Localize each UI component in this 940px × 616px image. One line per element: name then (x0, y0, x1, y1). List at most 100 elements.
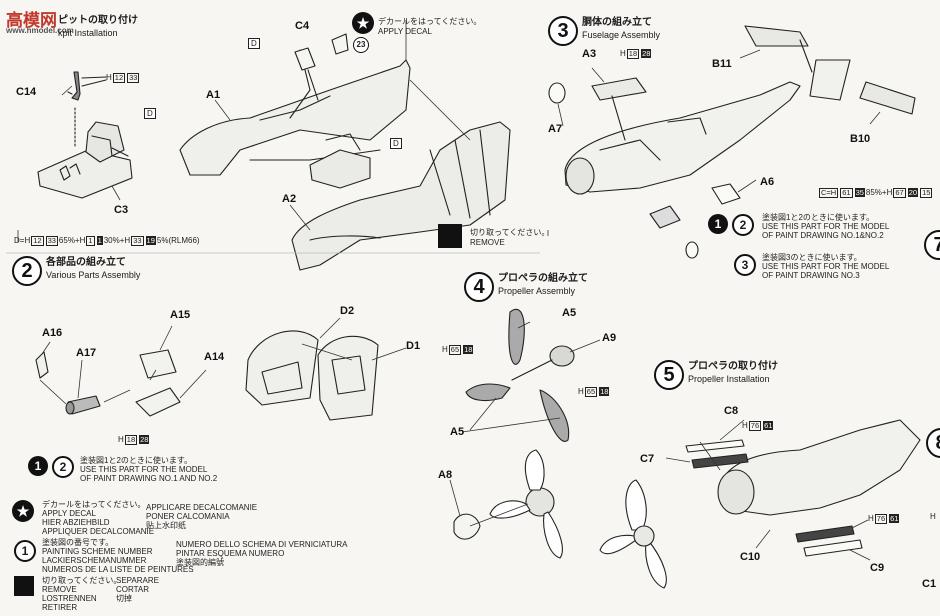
legend-scheme-icon: 1 (14, 540, 36, 562)
label-a15: A15 (170, 309, 191, 321)
d-tag-c4: D (248, 38, 260, 49)
scheme-2-icon: 2 (732, 214, 754, 236)
fuselage-half-a2 (291, 121, 511, 271)
part-a14-shape (135, 387, 181, 417)
step5-number: 5 (654, 360, 684, 390)
scheme12a-jp: 塗装図1と2のときに使います。 (762, 213, 875, 222)
small-cone-shape (685, 241, 699, 259)
scheme12a-en1: USE THIS PART FOR THE MODEL (762, 222, 890, 231)
step3-title-en: Fuselage Assembly (582, 30, 661, 40)
legend-remove-3: LOSTRENNEN (42, 594, 97, 603)
scheme12b-jp: 塗装図1と2のときに使います。 (80, 456, 193, 465)
fuselage-half-a1 (179, 49, 411, 176)
remove-jp: 切り取ってください。 (470, 228, 550, 237)
stabilizer-b11 (744, 25, 813, 73)
step2-number: 2 (12, 256, 42, 286)
label-a14: A14 (204, 351, 225, 363)
nose-assembly (599, 419, 921, 589)
label-a5-bottom: A5 (450, 426, 465, 438)
label-a8: A8 (438, 469, 453, 481)
star-decal-icon: ★ (352, 12, 374, 34)
canopy-a3 (591, 77, 647, 141)
wheel-well-d2 (245, 330, 319, 406)
scheme3-en1: USE THIS PART FOR THE MODEL (762, 262, 890, 271)
scheme12a-en2: OF PAINT DRAWING NO.1&NO.2 (762, 231, 884, 240)
legend-remove-2: REMOVE (42, 585, 77, 594)
watermark-brand: 高模网 (6, 11, 57, 30)
label-d1: D1 (406, 340, 421, 352)
step1-title-en: kpit Installation (58, 28, 118, 38)
label-a5-top: A5 (562, 307, 577, 319)
legend-decal-icon: ★ (12, 500, 34, 522)
part-c8-shape (685, 439, 745, 453)
label-a9: A9 (602, 332, 617, 344)
legend-decal-2: APPLY DECAL (42, 509, 96, 518)
legend-scheme-r1: NUMERO DELLO SCHEMA DI VERNICIATURA (176, 540, 348, 549)
scheme12b-en1: USE THIS PART FOR THE MODEL (80, 465, 208, 474)
legend-remove-icon (14, 576, 34, 596)
label-c14: C14 (16, 86, 37, 98)
part-a17-shape (65, 395, 101, 415)
label-b10: B10 (850, 133, 871, 145)
label-a1: A1 (206, 89, 221, 101)
label-d2: D2 (340, 305, 355, 317)
d-tag-fuselage: D (390, 138, 402, 149)
decal-number: 23 (353, 37, 369, 53)
legend-remove-r2: CORTAR (116, 585, 150, 594)
label-a16: A16 (42, 327, 63, 339)
step2-title-jp: 各部品の組み立て (46, 257, 126, 268)
exhaust-part (649, 205, 681, 229)
prop-hub-a9 (549, 345, 575, 367)
paint-edge-h: H (930, 512, 936, 521)
part-a15-shape (139, 349, 177, 379)
scheme-2-icon-step2: 2 (52, 456, 74, 478)
label-c1-partial: C1 (922, 578, 937, 590)
label-c9: C9 (870, 562, 885, 574)
decal-en: APPLY DECAL (378, 27, 432, 36)
step3-title-jp: 胴体の組み立て (582, 17, 652, 28)
cockpit-seat-block (309, 133, 371, 189)
legend-remove-r1: SEPARARE (116, 576, 159, 585)
label-c4: C4 (295, 20, 310, 32)
label-c8: C8 (724, 405, 739, 417)
label-b11: B11 (712, 58, 732, 70)
legend-scheme-3: LACKIERSCHEMANUMMER (42, 556, 147, 565)
part-c9-shape (803, 539, 863, 557)
part-a7-shape (548, 82, 566, 104)
part-c7-shape (691, 453, 749, 469)
cockpit-tub-c3 (37, 121, 133, 199)
prop-blade-upper (508, 308, 525, 365)
watermark-url: www.hmodel.com (6, 26, 74, 35)
decal-jp: デカールをはってください。 (378, 17, 482, 26)
fuselage-assembly (564, 81, 801, 195)
legend-scheme-1: 塗装図の番号です。 (42, 538, 114, 547)
label-a6: A6 (760, 176, 775, 188)
legend-scheme-4: NUMEROS DE LA LISTE DE PEINTURES (42, 565, 194, 574)
scheme12b-en2: OF PAINT DRAWING NO.1 AND NO.2 (80, 474, 218, 483)
scheme3-en2: OF PAINT DRAWING NO.3 (762, 271, 860, 280)
prop-blade-left (465, 383, 511, 402)
remove-en: REMOVE (470, 238, 505, 247)
d-tag-c3: D (144, 108, 156, 119)
step4-title-jp: プロペラの組み立て (498, 273, 588, 284)
legend-decal-r3: 贴上水印纸 (146, 521, 186, 530)
part-c10-shape (795, 525, 855, 543)
prop-blade-right (539, 389, 570, 442)
part-a6-shape (711, 183, 741, 205)
legend-remove-r3: 切掉 (116, 594, 132, 603)
wheel-well-d1 (317, 335, 379, 421)
step5-title-jp: プロペラの取り付け (688, 361, 778, 372)
label-a17: A17 (76, 347, 97, 359)
assembled-propeller (489, 449, 563, 559)
scheme3-jp: 塗装図3のときに使います。 (762, 253, 862, 262)
